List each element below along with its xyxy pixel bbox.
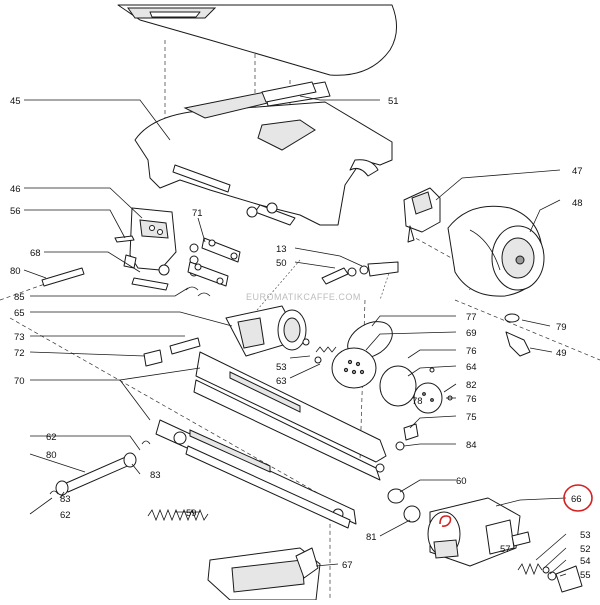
rings-60-81 xyxy=(387,488,421,523)
callout-68: 68 xyxy=(30,248,41,259)
callout-71: 71 xyxy=(192,208,203,219)
callout-56: 56 xyxy=(10,206,21,217)
guide-rails-70 xyxy=(155,351,387,529)
callout-64: 64 xyxy=(466,362,477,373)
discs-77-69 xyxy=(331,321,453,414)
callout-63: 63 xyxy=(276,376,287,387)
callout-76-upper: 76 xyxy=(466,346,477,357)
callout-75: 75 xyxy=(466,412,477,423)
callout-51: 51 xyxy=(388,96,399,107)
callout-80-upper: 80 xyxy=(10,266,21,277)
callout-67: 67 xyxy=(342,560,353,571)
callout-83-lower: 83 xyxy=(60,494,71,505)
callout-66: 66 xyxy=(571,494,582,505)
part-51 xyxy=(261,81,317,103)
piston-66 xyxy=(427,497,531,567)
callout-47: 47 xyxy=(572,166,583,177)
callout-85: 85 xyxy=(14,292,25,303)
leader-lines xyxy=(23,95,567,577)
callout-53-upper: 53 xyxy=(276,362,287,373)
red-annotation xyxy=(439,484,593,527)
valve-block-47 xyxy=(403,187,441,243)
callout-62-upper: 62 xyxy=(46,432,57,443)
red-scribble-mark xyxy=(439,515,452,527)
top-lid xyxy=(117,4,397,76)
callout-76-lower: 76 xyxy=(466,394,477,405)
screws-75-84 xyxy=(395,423,419,451)
callout-80-lower: 80 xyxy=(46,450,57,461)
callout-53-lower: 53 xyxy=(580,530,591,541)
callout-57: 57 xyxy=(500,544,511,555)
pin-80-lower xyxy=(49,440,151,496)
callout-45: 45 xyxy=(10,96,21,107)
callout-54: 54 xyxy=(580,556,591,567)
bracket-assembly xyxy=(114,207,199,291)
callout-62-lower: 62 xyxy=(60,510,71,521)
callout-84: 84 xyxy=(466,440,477,451)
callout-55: 55 xyxy=(580,570,591,581)
main-housing xyxy=(134,81,393,226)
spring-53-upper xyxy=(314,346,337,364)
callout-73: 73 xyxy=(14,332,25,343)
spring-stack-lower xyxy=(517,562,583,593)
callout-83-right: 83 xyxy=(150,470,161,481)
callout-52: 52 xyxy=(580,544,591,555)
link-plates xyxy=(185,237,241,297)
callout-46: 46 xyxy=(10,184,21,195)
callout-77: 77 xyxy=(466,312,477,323)
callout-78: 78 xyxy=(412,396,423,407)
tray-67 xyxy=(207,547,321,601)
callout-13: 13 xyxy=(276,244,287,255)
screw-13 xyxy=(321,261,399,285)
fittings-79-49 xyxy=(504,313,531,357)
callout-81: 81 xyxy=(366,532,377,543)
callout-72: 72 xyxy=(14,348,25,359)
callout-48: 48 xyxy=(572,198,583,209)
callout-60: 60 xyxy=(456,476,467,487)
callout-65: 65 xyxy=(14,308,25,319)
cylinder-65 xyxy=(225,305,310,357)
callout-70: 70 xyxy=(14,376,25,387)
watermark-text: EUROMATIKCAFFE.COM xyxy=(246,292,361,302)
pin-80-upper xyxy=(41,267,85,287)
spring-59 xyxy=(147,508,209,522)
callout-69: 69 xyxy=(466,328,477,339)
callout-50: 50 xyxy=(276,258,287,269)
callout-82: 82 xyxy=(466,380,477,391)
callout-79: 79 xyxy=(556,322,567,333)
callout-labels: 45 51 46 56 68 80 85 65 73 72 70 62 80 8… xyxy=(10,96,591,581)
callout-49: 49 xyxy=(556,348,567,359)
pins-72-73 xyxy=(143,337,201,367)
callout-59: 59 xyxy=(186,508,197,519)
red-circle-mark xyxy=(563,484,593,512)
boiler-48 xyxy=(447,205,545,297)
